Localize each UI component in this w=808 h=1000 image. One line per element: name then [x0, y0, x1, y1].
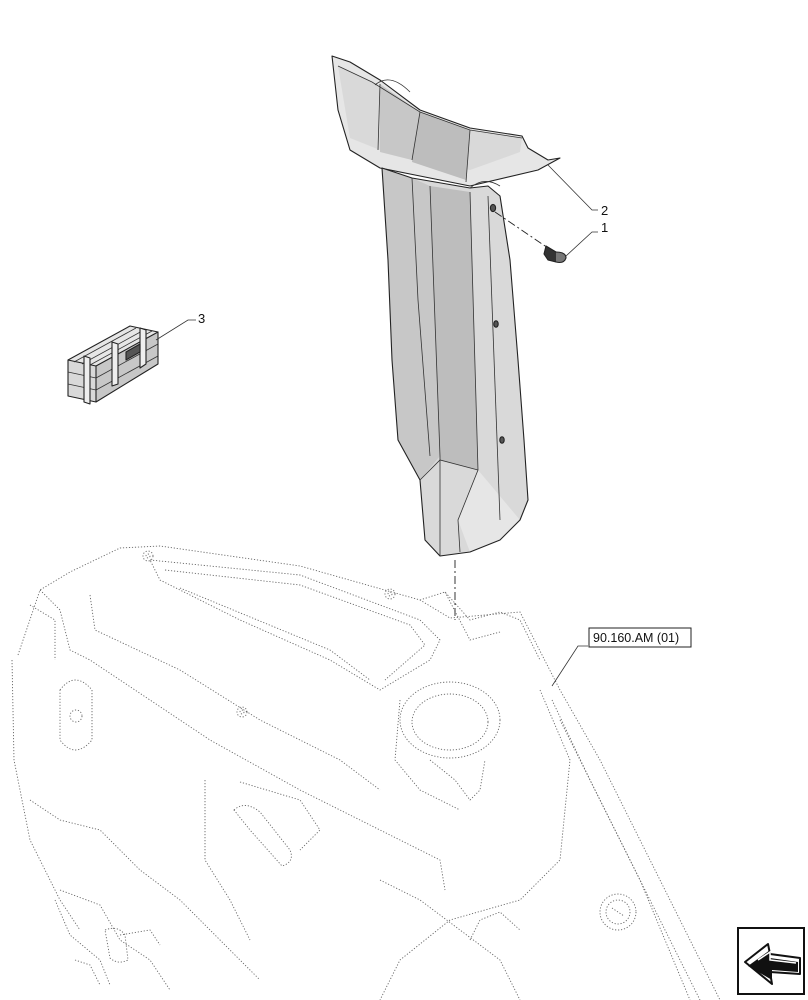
cab-console-assembly — [11, 545, 721, 1000]
screw-part-1 — [494, 211, 567, 264]
reference-box[interactable]: 90.160.AM (01) — [588, 627, 692, 648]
crate-kit-part-3 — [67, 325, 159, 405]
callout-1: 1 — [601, 220, 608, 235]
callout-leaders — [155, 164, 598, 687]
previous-page-arrow-icon[interactable] — [737, 927, 805, 995]
reference-label: 90.160.AM (01) — [593, 631, 679, 645]
callout-3: 3 — [198, 311, 205, 326]
pillar-trim-part-2 — [331, 55, 561, 557]
callout-2: 2 — [601, 203, 608, 218]
